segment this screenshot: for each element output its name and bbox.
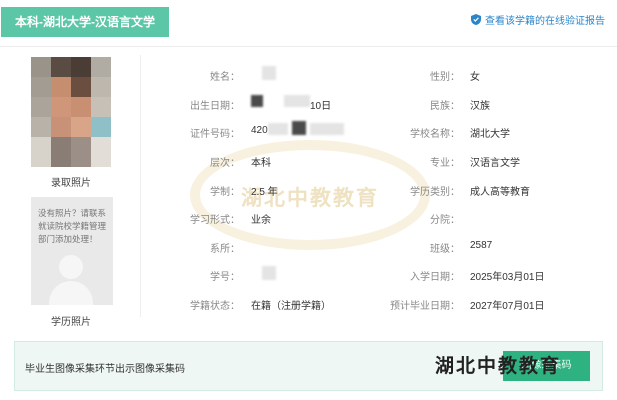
birth-date-redacted-b: [284, 95, 310, 107]
enrollment-date-value: 2025年03月01日: [470, 272, 545, 283]
duration-value: 2.5 年: [251, 187, 278, 198]
name-label: 姓名：: [210, 72, 240, 83]
id-redacted-b: [292, 121, 306, 135]
ethnicity-value: 汉族: [470, 101, 490, 112]
id-number-value: 420: [251, 125, 268, 136]
graduation-date-label: 预计毕业日期：: [390, 301, 460, 312]
image-capture-code-button[interactable]: 图像采集码: [503, 351, 590, 381]
graduation-date-value: 2027年07月01日: [470, 301, 545, 312]
study-mode-label: 学习形式：: [190, 215, 240, 226]
avatar-placeholder-body: [49, 281, 93, 305]
education-photo-placeholder: 没有照片？请联系就读院校学籍管理部门添加处理！: [31, 197, 113, 305]
watermark-text: 湖北中教教育: [241, 187, 379, 210]
education-type-value: 成人高等教育: [470, 187, 530, 198]
image-capture-instruction: 毕业生图像采集环节出示图像采集码: [25, 364, 185, 375]
column-divider: [140, 55, 141, 317]
status-value: 在籍（注册学籍）: [251, 301, 331, 312]
record-tag: 本科-湖北大学-汉语言文学: [1, 7, 169, 37]
student-id-label: 学号：: [210, 272, 240, 283]
overlay-watermark: 湖北中教教育: [435, 355, 562, 377]
education-type-label: 学历类别：: [410, 187, 460, 198]
level-label: 层次：: [210, 158, 240, 169]
birth-date-value: 10日: [310, 101, 332, 112]
school-name-value: 湖北大学: [470, 129, 510, 140]
name-redacted: [262, 66, 276, 80]
class-value: 2587: [470, 240, 493, 251]
department-label: 系所：: [210, 244, 240, 255]
admission-photo-caption: 录取照片: [51, 178, 91, 189]
duration-label: 学制：: [210, 187, 240, 198]
branch-label: 分院：: [430, 215, 460, 226]
school-name-label: 学校名称：: [410, 129, 460, 140]
level-value: 本科: [251, 158, 271, 169]
id-redacted-c: [310, 123, 344, 135]
id-redacted-a: [268, 123, 288, 135]
birth-date-label: 出生日期：: [190, 101, 240, 112]
verify-link-label[interactable]: 查看该学籍的在线验证报告: [485, 16, 605, 27]
study-mode-value: 业余: [251, 215, 271, 226]
shield-icon: [471, 14, 481, 25]
id-number-label: 证件号码：: [190, 129, 240, 140]
gender-value: 女: [470, 72, 480, 83]
major-label: 专业：: [430, 158, 460, 169]
student-id-redacted: [262, 266, 276, 280]
class-label: 班级：: [430, 244, 460, 255]
pixelated-portrait-image: [31, 57, 111, 167]
avatar-placeholder-icon: [59, 255, 83, 279]
status-label: 学籍状态：: [190, 301, 240, 312]
education-photo-caption: 学历照片: [51, 317, 91, 328]
image-capture-bar: 毕业生图像采集环节出示图像采集码 图像采集码 湖北中教教育: [14, 341, 603, 391]
enrollment-date-label: 入学日期：: [410, 272, 460, 283]
major-value: 汉语言文学: [470, 158, 520, 169]
watermark-seal: [190, 140, 430, 250]
gender-label: 性别：: [430, 72, 460, 83]
ethnicity-label: 民族：: [430, 101, 460, 112]
photo-missing-note: 没有照片？请联系就读院校学籍管理部门添加处理！: [38, 208, 107, 244]
verify-report-link[interactable]: 查看该学籍的在线验证报告: [471, 12, 605, 27]
birth-date-redacted-a: [251, 95, 263, 107]
admission-photo: [31, 57, 111, 167]
header-divider: [0, 46, 617, 47]
